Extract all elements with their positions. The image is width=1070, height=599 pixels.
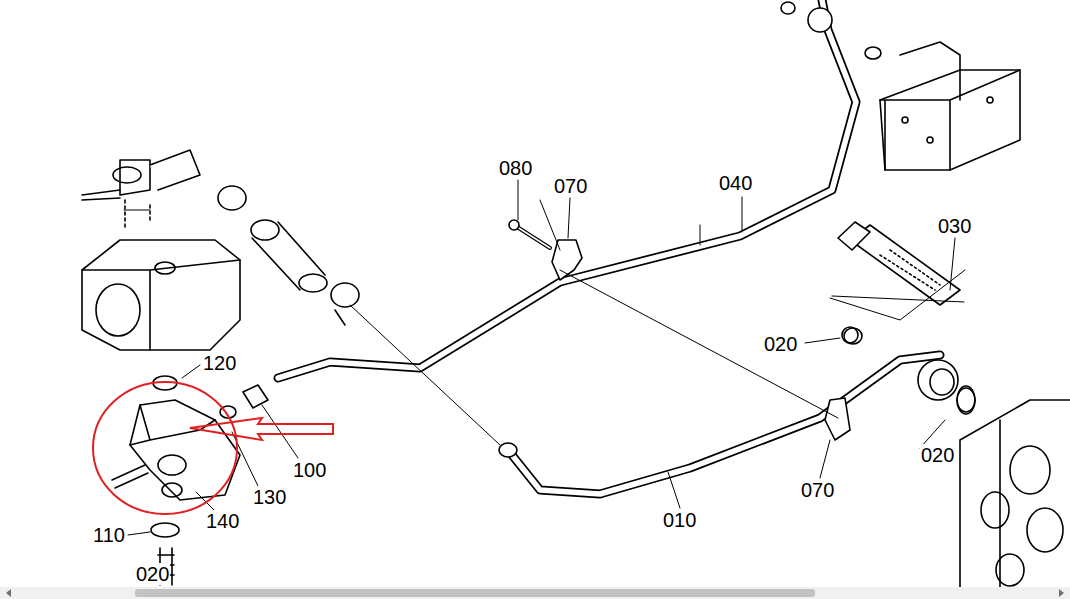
- callout-number: 010: [662, 509, 697, 531]
- callout-number: 040: [718, 172, 753, 194]
- callout-number: 070: [553, 175, 588, 197]
- callout-number: 070: [800, 479, 835, 501]
- callout-number: 020: [920, 444, 955, 466]
- callout-number: 080: [498, 157, 533, 179]
- callout-number: 030: [937, 215, 972, 237]
- callout-number: 100: [292, 459, 327, 481]
- callout-number: 130: [252, 486, 287, 508]
- callout-number: 020: [763, 333, 798, 355]
- callout-number: 020: [135, 563, 170, 585]
- callout-number: 110: [92, 524, 126, 546]
- callout-number: 120: [202, 352, 237, 374]
- callout-number: 140: [205, 510, 240, 532]
